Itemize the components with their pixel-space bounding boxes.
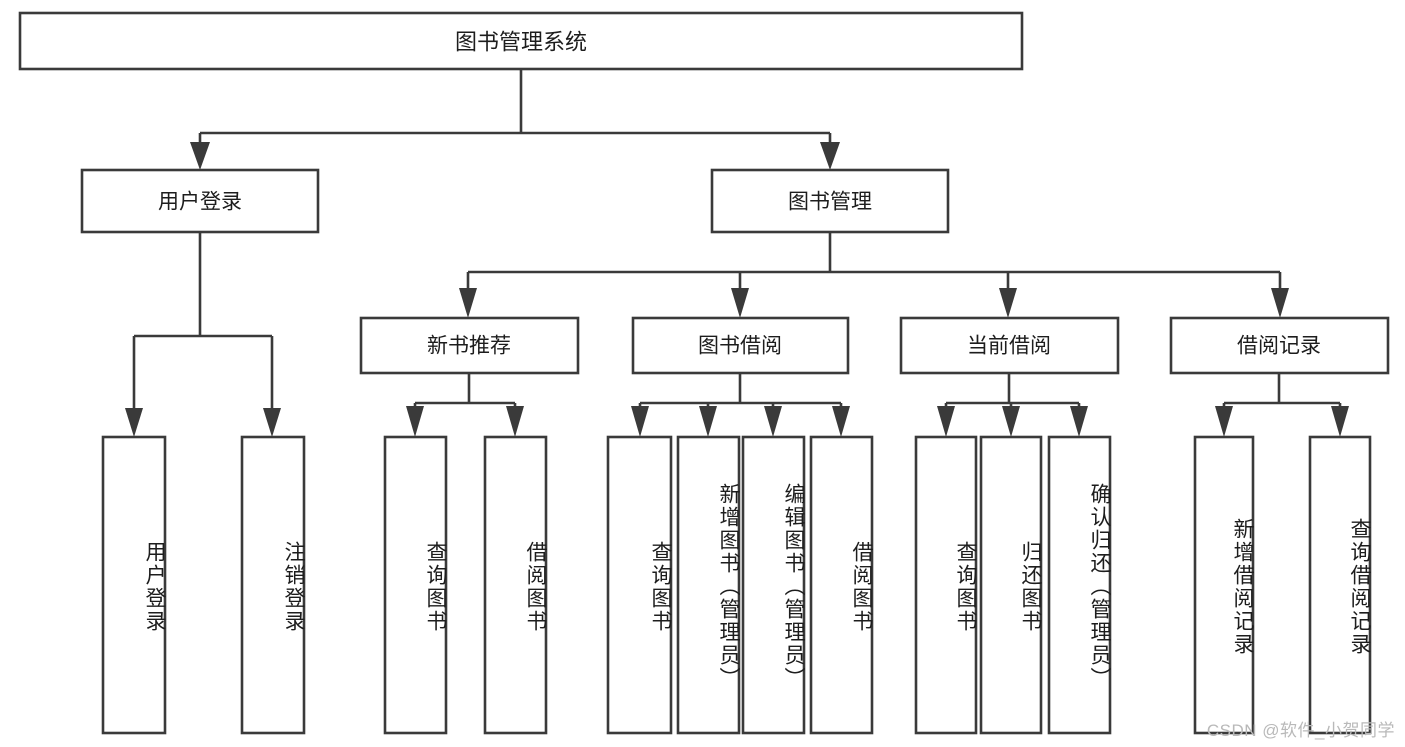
node-book-management-box[interactable] bbox=[710, 168, 950, 234]
node-book-borrow-label: 图书借阅 bbox=[698, 335, 782, 358]
arrow-head-leaf-query-book-current bbox=[937, 406, 955, 437]
leaf-box-logout[interactable] bbox=[240, 435, 306, 735]
leaf-box-user-login[interactable] bbox=[101, 435, 167, 735]
node-current-borrow-box[interactable] bbox=[899, 316, 1120, 375]
node-book-borrow-box[interactable] bbox=[631, 316, 850, 375]
arrow-head-to-current-borrow bbox=[999, 288, 1017, 318]
node-borrow-record-box[interactable] bbox=[1169, 316, 1390, 375]
csdn-watermark: CSDN @软件_小贺同学 bbox=[1206, 721, 1395, 740]
leaf-box-query-book-current[interactable] bbox=[914, 435, 978, 735]
node-root-box[interactable] bbox=[18, 11, 1024, 71]
arrow-head-to-new-book-recommend bbox=[459, 288, 477, 318]
node-root-label: 图书管理系统 bbox=[455, 30, 587, 55]
leaf-box-query-book-borrow[interactable] bbox=[606, 435, 673, 735]
arrow-head-leaf-query-book-borrow bbox=[631, 406, 649, 437]
node-user-login[interactable]: 用户登录 bbox=[80, 168, 320, 234]
node-book-management[interactable]: 图书管理 bbox=[710, 168, 950, 234]
node-new-book-recommend-label: 新书推荐 bbox=[427, 335, 511, 358]
node-current-borrow[interactable]: 当前借阅 bbox=[899, 316, 1120, 375]
leaf-box-edit-book[interactable] bbox=[741, 435, 806, 735]
arrow-head-leaf-borrow-book-recommend bbox=[506, 406, 524, 437]
arrow-head-leaf-borrow-book bbox=[832, 406, 850, 437]
arrow-head-to-book-borrow bbox=[731, 288, 749, 318]
node-borrow-record-label: 借阅记录 bbox=[1237, 335, 1321, 358]
leaf-box-confirm-return[interactable] bbox=[1047, 435, 1112, 735]
leaf-box-add-book[interactable] bbox=[676, 435, 741, 735]
node-user-login-label: 用户登录 bbox=[158, 191, 242, 214]
leaf-box-return-book[interactable] bbox=[979, 435, 1043, 735]
node-borrow-record[interactable]: 借阅记录 bbox=[1169, 316, 1390, 375]
arrow-head-leaf-return-book bbox=[1002, 406, 1020, 437]
arrow-head-leaf-confirm-return bbox=[1070, 406, 1088, 437]
arrow-head-leaf-query-record bbox=[1331, 406, 1349, 437]
leaf-box-borrow-book[interactable] bbox=[809, 435, 874, 735]
leaf-box-borrow-book-recommend[interactable] bbox=[483, 435, 548, 735]
node-book-management-label: 图书管理 bbox=[788, 191, 872, 214]
arrow-head-to-user-login bbox=[190, 142, 210, 170]
leaf-box-add-record[interactable] bbox=[1193, 435, 1255, 735]
arrow-head-leaf-user-login bbox=[125, 408, 143, 437]
arrow-head-leaf-query-book-recommend bbox=[406, 406, 424, 437]
node-current-borrow-label: 当前借阅 bbox=[967, 335, 1051, 358]
node-new-book-recommend-box[interactable] bbox=[359, 316, 580, 375]
leaf-box-query-record[interactable] bbox=[1308, 435, 1372, 735]
arrow-head-to-borrow-record bbox=[1271, 288, 1289, 318]
arrow-head-leaf-add-record bbox=[1215, 406, 1233, 437]
arrow-head-leaf-add-book bbox=[699, 406, 717, 437]
arrow-head-leaf-logout bbox=[263, 408, 281, 437]
node-root[interactable]: 图书管理系统 bbox=[18, 11, 1024, 71]
leaf-box-query-book-recommend[interactable] bbox=[383, 435, 448, 735]
arrow-head-leaf-edit-book bbox=[764, 406, 782, 437]
node-book-borrow[interactable]: 图书借阅 bbox=[631, 316, 850, 375]
node-new-book-recommend[interactable]: 新书推荐 bbox=[359, 316, 580, 375]
arrow-head-to-book-management bbox=[820, 142, 840, 170]
